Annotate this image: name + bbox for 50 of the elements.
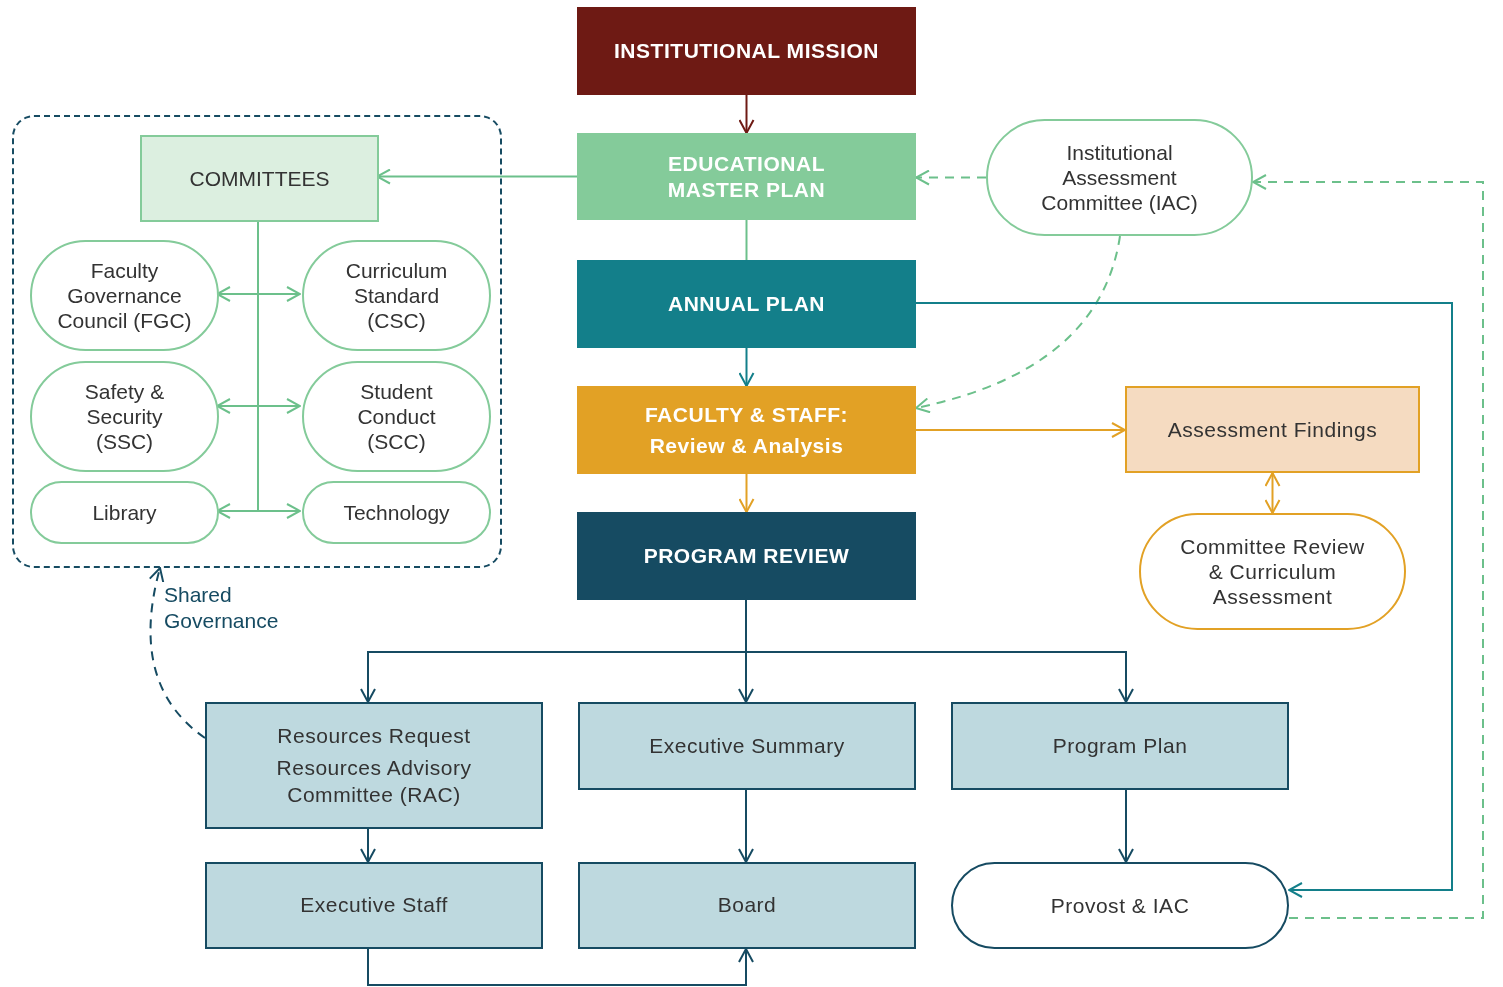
- process-box: [578, 862, 916, 949]
- node-label: Technology: [343, 499, 450, 526]
- node-label: INSTITUTIONAL MISSION: [614, 38, 879, 65]
- node-label: Resources Request: [277, 723, 471, 750]
- dashed-arrow: [1252, 174, 1484, 919]
- dashed-arrow: [149, 567, 206, 739]
- node-label: COMMITTEES: [189, 165, 330, 192]
- node-label: Program Plan: [1052, 732, 1188, 759]
- arrow: [738, 473, 755, 513]
- node-label: Executive Staff: [300, 892, 448, 919]
- node-label: Student Conduct (SCC): [356, 378, 437, 455]
- node-label: ANNUAL PLAN: [667, 291, 826, 318]
- process-box: [205, 702, 543, 829]
- node-label: Faculty Governance Council (FGC): [56, 257, 193, 334]
- arrow: [738, 94, 755, 134]
- node-label: Board: [717, 892, 777, 919]
- arrow: [915, 422, 1126, 438]
- node-label: Resources Advisory Committee (RAC): [275, 755, 473, 808]
- process-box: [577, 386, 916, 474]
- dashed-arrow: [915, 169, 987, 186]
- node-label: Curriculum Standard (CSC): [344, 257, 449, 334]
- process-box: [577, 260, 916, 348]
- arrow: [367, 948, 754, 986]
- dashed-group-outline: [12, 115, 502, 568]
- arrow: [1264, 472, 1281, 514]
- process-box: [577, 7, 916, 95]
- node-label: Assessment Findings: [1167, 416, 1378, 443]
- node-label: Committee Review & Curriculum Assessment: [1179, 533, 1366, 610]
- process-box: [1125, 386, 1420, 473]
- node-label: Executive Summary: [649, 732, 845, 759]
- node-label: Safety & Security (SSC): [83, 378, 166, 455]
- node-label: Institutional Assessment Committee (IAC): [1040, 139, 1199, 216]
- process-box: [577, 512, 916, 600]
- arrow: [738, 347, 755, 387]
- process-box: [205, 862, 543, 949]
- process-box: [951, 702, 1289, 790]
- arrow: [360, 828, 376, 863]
- process-box: [578, 702, 916, 790]
- node-label: Provost & IAC: [1050, 892, 1190, 919]
- node-label: EDUCATIONAL MASTER PLAN: [666, 151, 827, 202]
- arrow: [1118, 789, 1134, 863]
- node-label: Library: [92, 499, 157, 526]
- node-label: PROGRAM REVIEW: [643, 543, 850, 570]
- dashed-arrow: [915, 235, 1121, 413]
- process-box: [140, 135, 379, 222]
- arrow: [738, 789, 754, 863]
- arrow: [915, 302, 1453, 898]
- node-label: FACULTY & STAFF:: [644, 401, 849, 427]
- node-label: Review & Analysis: [649, 433, 844, 459]
- process-box: [577, 133, 916, 220]
